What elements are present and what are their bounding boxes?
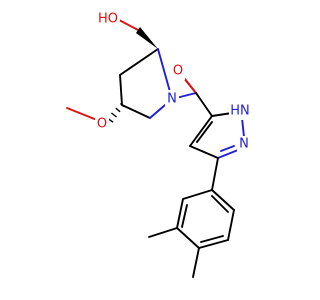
pyrazole-nh-label: HN [230,104,250,119]
bond-pyrazole-phenyl [211,157,219,191]
atom-pyrazole-n: N [237,136,251,153]
atom-hydroxyl: HO [98,10,120,28]
bond-ch2-oh [118,19,139,31]
bond-c4-c5 [121,104,151,119]
bond-c3-c4 [119,74,123,106]
bond-n-c3p [217,149,239,159]
carbonyl-oxygen-label: O [173,64,183,79]
bond-c4p-c5p-inner [196,121,213,143]
bond-ph-6-1 [211,189,235,211]
bond-ph-3-4 [176,227,200,249]
bond-ph-1-2 [182,189,213,200]
bond-ph-inner-a [181,204,188,228]
bond-ph-inner-b [200,235,224,243]
bond-methyl-meta [148,227,178,238]
hydroxyl-label: HO [98,12,118,27]
bond-ph-inner-c [211,195,229,213]
pyrazole-n-label: N [239,137,249,152]
bond-ph-5-6 [227,209,235,241]
methoxy-oxygen-label: O [97,117,107,132]
molecule-structure-diagram: HO N O O HN N [66,10,252,278]
bond-ph-2-3 [176,198,184,229]
atom-carbonyl-oxygen: O [171,63,185,80]
wedge-bond-c2-ch2 [136,27,158,49]
atom-ring-nitrogen: N [165,90,179,108]
ring-nitrogen-label: N [167,92,177,107]
bond-ph-4-5 [198,239,229,249]
bond-c5p-nh [211,112,233,117]
bond-methyl-para [192,247,200,278]
bond-c3p-c4p [189,145,219,159]
hash-bond-c4-o [106,102,125,123]
bond-c4p-c5p [189,115,213,147]
bond-c2-c3 [119,48,159,76]
atom-methoxy-oxygen: O [95,116,109,133]
bond-nh-n [241,117,245,138]
bond-n-c3p-inner [220,145,235,152]
atom-pyrazole-nh: HN [229,103,252,120]
bond-carbonyl-pyrazole [195,92,213,117]
